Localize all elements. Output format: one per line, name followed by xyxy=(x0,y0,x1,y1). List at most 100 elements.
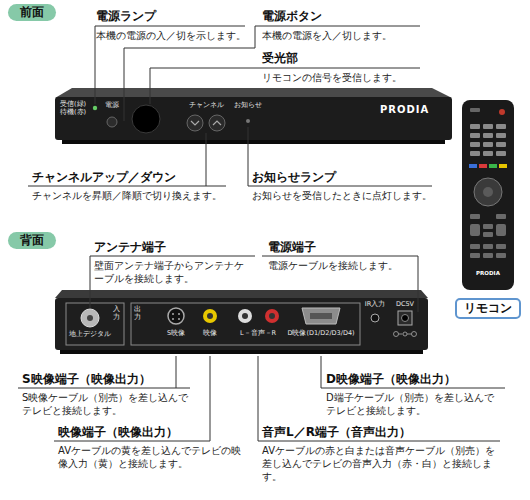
callout-heading: 電源端子 xyxy=(268,240,316,254)
node-text: 前面 xyxy=(20,5,44,20)
leader-line xyxy=(258,356,259,441)
back-device xyxy=(55,290,428,354)
panel-print: 入力 xyxy=(113,306,120,321)
leader-line xyxy=(206,133,207,186)
panel-print: お知らせ xyxy=(234,102,262,109)
remote-keypad xyxy=(470,124,506,156)
down-chevron xyxy=(191,121,199,125)
dc-jack-hole xyxy=(402,315,409,322)
device-top xyxy=(55,88,452,98)
leader-line xyxy=(210,356,211,441)
remote-control xyxy=(462,100,514,290)
callout-text: AVケーブルの黄を差し込んでテレビの映像入力（黄）と接続します。 xyxy=(58,444,248,470)
panel-print: 地上デジタル xyxy=(69,331,111,338)
callout-underline xyxy=(255,26,420,27)
callout-heading: 受光部 xyxy=(262,51,298,65)
remote-dpad-center xyxy=(483,187,493,197)
callout-text: 本機の電源を入／切します。 xyxy=(262,29,392,42)
callout-heading: 映像端子（映像出力） xyxy=(58,425,178,439)
device-base xyxy=(62,140,445,144)
callout-heading: 電源ボタン xyxy=(262,9,322,23)
callout-underline xyxy=(150,68,420,69)
callout-heading: S映像端子（映像出力） xyxy=(22,372,151,386)
remote-dpad xyxy=(474,178,502,206)
panel-print: チャンネル xyxy=(189,102,224,109)
callout-text: 壁面アンテナ端子からアンテナケーブルを接続します。 xyxy=(94,259,249,285)
callout-text: 電源ケーブルを接続します。 xyxy=(268,259,398,272)
callout-underline xyxy=(248,186,432,187)
brand-logo: PRODIA xyxy=(380,104,429,115)
callout-heading: 音声L／R端子（音声出力） xyxy=(262,425,411,439)
video-jack xyxy=(203,309,217,323)
callout-text: S映像ケーブル（別売）を差し込んでテレビと接続します。 xyxy=(22,391,192,417)
audio-r-hole xyxy=(269,313,275,319)
dc-jack xyxy=(398,311,412,325)
remote-body xyxy=(462,100,514,290)
callout-underline xyxy=(28,186,226,187)
view-tab: 背面 xyxy=(8,232,56,249)
jack-label: DC5V xyxy=(396,301,414,308)
panel-print: 受信(緑) xyxy=(60,101,86,108)
audio-l-jack xyxy=(238,309,252,323)
callout-underline xyxy=(258,441,500,442)
leader-line xyxy=(418,256,419,312)
channel-button xyxy=(187,115,203,131)
callout-underline xyxy=(90,256,255,257)
power-button xyxy=(107,117,117,127)
callout-underline xyxy=(18,388,190,389)
jack-label: 映像 xyxy=(203,330,217,337)
leader-line xyxy=(90,256,91,308)
d-terminal xyxy=(302,308,340,324)
callout-underline xyxy=(262,256,418,257)
remote-lower-keys xyxy=(470,214,506,258)
remote-color-keys xyxy=(469,164,507,168)
remote-button xyxy=(470,108,480,112)
notice-lamp xyxy=(246,119,250,123)
leader-line xyxy=(95,26,96,104)
node-text: 背面 xyxy=(20,233,44,248)
channel-button xyxy=(209,115,225,131)
node-text: リモコン xyxy=(464,301,512,316)
up-chevron xyxy=(213,121,221,125)
front-device xyxy=(55,88,452,144)
panel-print: 電源 xyxy=(105,102,119,109)
callout-underline xyxy=(95,26,245,27)
d-terminal-slot xyxy=(310,313,332,319)
leader-line xyxy=(321,356,322,388)
leader-line xyxy=(248,127,249,186)
callout-heading: D映像端子（映像出力） xyxy=(326,372,456,386)
callout-text: AVケーブルの赤と白または音声ケーブル（別売）を差し込んでテレビの音声入力（赤・… xyxy=(262,444,497,483)
brand-logo: PRODIA xyxy=(476,270,500,276)
callout-heading: お知らせランプ xyxy=(252,170,336,184)
callout-heading: アンテナ端子 xyxy=(94,240,166,254)
view-tab: 前面 xyxy=(8,4,56,21)
callout-text: お知らせを受信したときに点灯します。 xyxy=(252,189,432,202)
callout-underline xyxy=(321,388,505,389)
jack-label: IR入力 xyxy=(365,301,385,308)
callout-text: チャンネルを昇順／降順で切り換えます。 xyxy=(32,189,222,202)
device-front xyxy=(55,97,452,140)
callout-heading: 電源ランプ xyxy=(96,9,156,23)
panel-print: 出力 xyxy=(134,306,141,321)
antenna-pin xyxy=(87,315,93,321)
power-lamp xyxy=(93,106,97,110)
callout-text: リモコンの信号を受信します。 xyxy=(262,71,402,84)
jack-label: S映像 xyxy=(167,330,185,337)
polarity-symbol xyxy=(394,332,417,337)
device-base xyxy=(60,350,423,354)
input-frame xyxy=(66,303,124,345)
device-back xyxy=(55,298,428,350)
ir-receiver xyxy=(132,105,160,133)
panel-print: 待機(赤) xyxy=(60,109,86,116)
video-jack-hole xyxy=(207,313,213,319)
callout-underline xyxy=(54,441,210,442)
jack-label: L－音声－R xyxy=(240,330,276,337)
ir-input-jack xyxy=(371,314,379,322)
leader-line xyxy=(150,68,151,104)
audio-l-hole xyxy=(242,313,248,319)
output-frame xyxy=(131,303,360,345)
antenna-jack xyxy=(81,309,99,327)
jack-label: D映像(D1/D2/D3/D4) xyxy=(287,330,354,337)
device-top xyxy=(55,290,428,298)
